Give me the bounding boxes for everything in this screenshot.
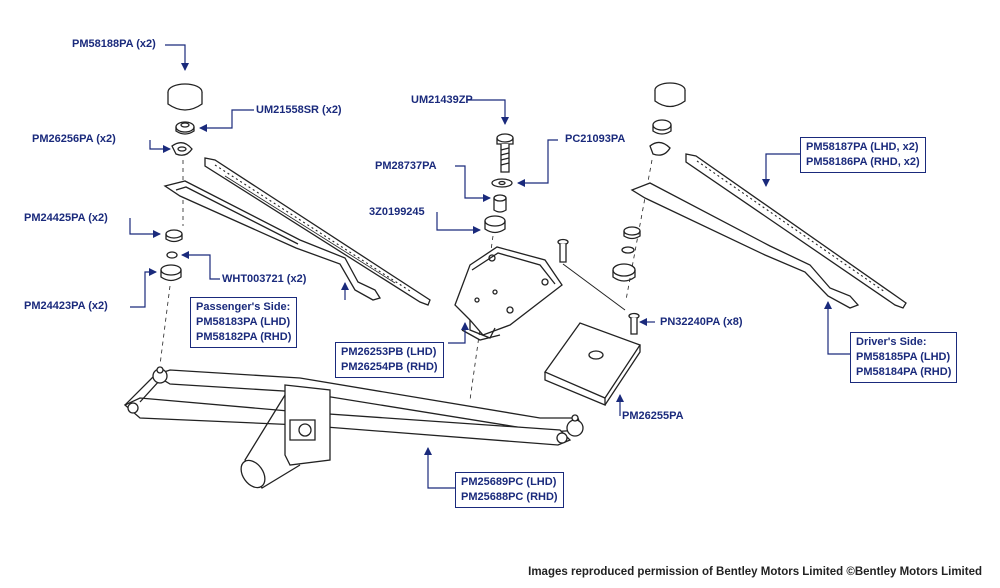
pm26253-lhd: PM26253PB (LHD) <box>341 346 437 358</box>
label-pm24423pa: PM24423PA (x2) <box>24 300 108 312</box>
pm58187-rhd: PM58186PA (RHD, x2) <box>806 156 920 168</box>
label-pc21093pa: PC21093PA <box>565 133 626 145</box>
box-driver-side: Driver's Side: PM58185PA (LHD) PM58184PA… <box>850 332 958 383</box>
left-wiper-arm <box>163 180 382 301</box>
right-bush-lower <box>612 263 636 282</box>
label-pn32240pa: PN32240PA (x8) <box>660 316 743 328</box>
leader-lines <box>129 44 850 489</box>
label-um21558sr: UM21558SR (x2) <box>256 104 342 116</box>
left-cap <box>167 83 203 111</box>
left-bush-upper <box>165 229 183 243</box>
left-wiper-blade <box>204 157 431 306</box>
pm25689-lhd: PM25689PC (LHD) <box>461 476 557 488</box>
left-washer <box>171 142 193 156</box>
label-wht003721: WHT003721 (x2) <box>222 273 307 285</box>
parts-drawing <box>123 82 907 489</box>
pm26253-rhd: PM26254PB (RHD) <box>341 361 438 373</box>
right-wiper-blade <box>685 153 907 309</box>
driver-side-rhd: PM58184PA (RHD) <box>856 366 952 378</box>
passenger-side-title: Passenger's Side: <box>196 301 291 313</box>
left-bush-small <box>166 251 178 259</box>
wiper-linkage <box>123 366 584 489</box>
right-washer <box>649 141 671 156</box>
screw-upper <box>557 238 569 263</box>
label-pm24425pa: PM24425PA (x2) <box>24 212 108 224</box>
right-bush-small <box>621 246 635 254</box>
right-wiper-arm <box>630 182 860 309</box>
pm25689-rhd: PM25688PC (RHD) <box>461 491 558 503</box>
label-pm26255pa: PM26255PA <box>622 410 684 422</box>
left-bush-lower <box>160 264 182 282</box>
label-um21439zp: UM21439ZP <box>411 94 473 106</box>
screw-lower <box>628 312 640 335</box>
centre-grommet <box>484 215 506 234</box>
box-pm25689pc: PM25689PC (LHD) PM25688PC (RHD) <box>455 472 564 508</box>
label-pm28737pa: PM28737PA <box>375 160 437 172</box>
centre-spacer <box>493 194 507 213</box>
pm58187-lhd: PM58187PA (LHD, x2) <box>806 141 919 153</box>
box-passenger-side: Passenger's Side: PM58183PA (LHD) PM5818… <box>190 297 298 348</box>
left-nut <box>175 121 195 135</box>
label-pm26256pa: PM26256PA (x2) <box>32 133 116 145</box>
label-pm58188pa: PM58188PA (x2) <box>72 38 156 50</box>
label-3z0199245: 3Z0199245 <box>369 206 425 218</box>
right-cap <box>654 82 686 108</box>
copyright-credit: Images reproduced permission of Bentley … <box>528 566 982 578</box>
driver-side-lhd: PM58185PA (LHD) <box>856 351 951 363</box>
centre-washer <box>491 178 513 188</box>
right-bush-upper <box>623 226 641 240</box>
passenger-side-rhd: PM58182PA (RHD) <box>196 331 292 343</box>
box-pm26253pb: PM26253PB (LHD) PM26254PB (RHD) <box>335 342 444 378</box>
right-nut <box>652 119 672 135</box>
rubber-pad <box>544 322 641 406</box>
centre-bolt <box>496 133 514 173</box>
passenger-side-lhd: PM58183PA (LHD) <box>196 316 291 328</box>
mounting-bracket <box>454 246 563 341</box>
driver-side-title: Driver's Side: <box>856 336 927 348</box>
box-pm58187pa: PM58187PA (LHD, x2) PM58186PA (RHD, x2) <box>800 137 926 173</box>
